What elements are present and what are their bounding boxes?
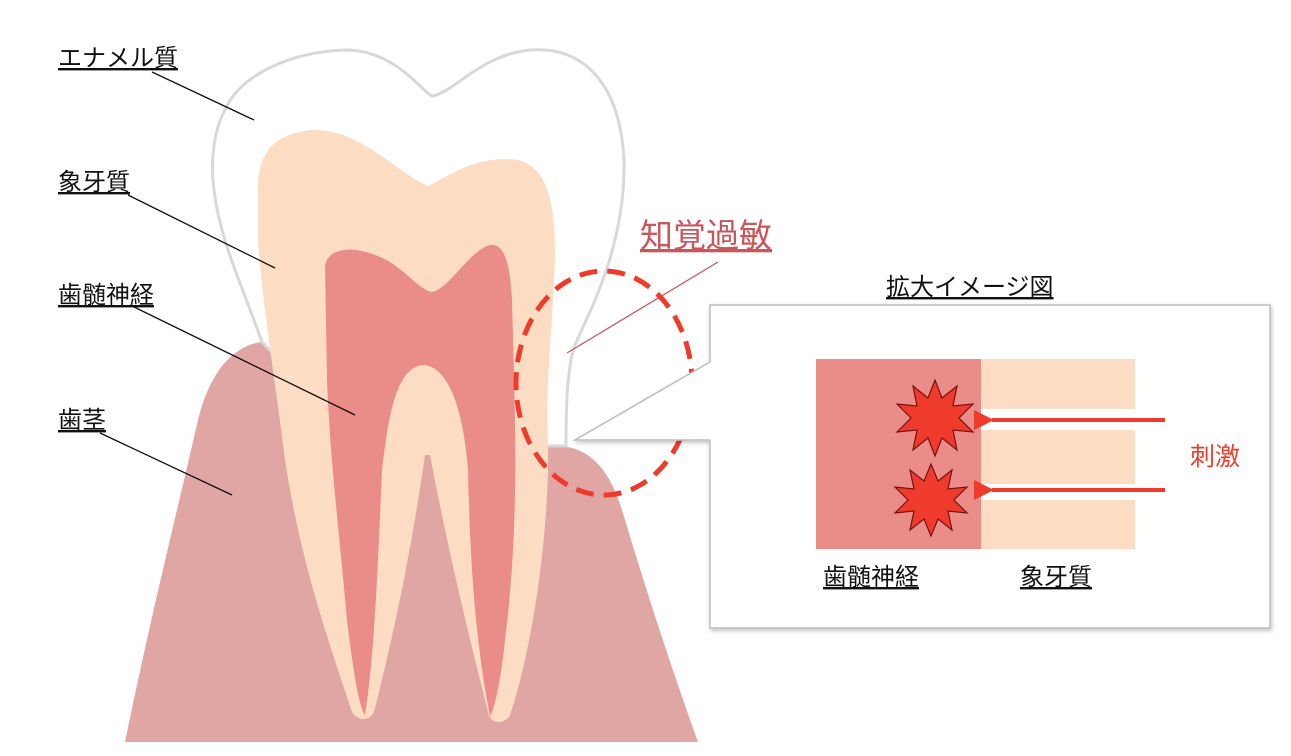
burst-icon xyxy=(893,462,969,538)
label-dentin: 象牙質 xyxy=(58,168,130,196)
label-enamel: エナメル質 xyxy=(58,44,178,72)
zoom-label-dentin: 象牙質 xyxy=(1020,563,1092,591)
leader-pulp xyxy=(129,304,356,416)
zoom-dentin-tubule-2 xyxy=(981,430,1135,484)
leader-gum xyxy=(99,432,233,496)
leader-hypersensitivity xyxy=(566,261,719,354)
leader-enamel xyxy=(151,71,255,121)
zoom-dentin-tubule-1 xyxy=(981,359,1135,409)
zoom-label-pulp: 歯髄神経 xyxy=(823,563,919,591)
leader-lines xyxy=(99,71,356,496)
pulp-shape xyxy=(325,244,516,716)
stimulus-label: 刺激 xyxy=(1190,442,1240,471)
label-pulp: 歯髄神経 xyxy=(58,281,154,309)
label-gum: 歯茎 xyxy=(58,406,106,434)
zoom-title: 拡大イメージ図 xyxy=(886,273,1054,301)
leader-dentin xyxy=(127,194,276,269)
label-hypersensitivity: 知覚過敏 xyxy=(640,216,772,255)
burst-icon xyxy=(895,378,975,458)
zoom-dentin-tubule-3 xyxy=(981,500,1135,549)
